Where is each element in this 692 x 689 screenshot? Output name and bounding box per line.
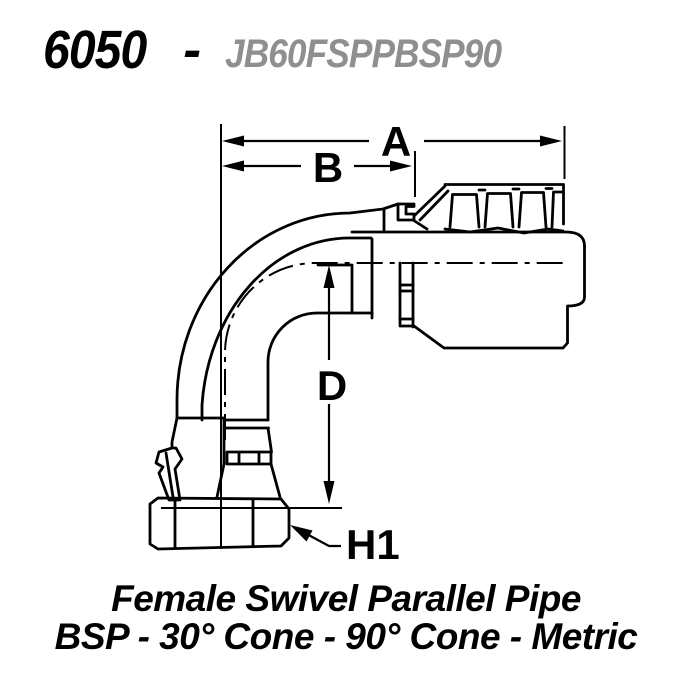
serration-grooves	[477, 187, 554, 192]
series-number: 6050	[43, 20, 147, 80]
arrow-b-left	[222, 160, 244, 172]
socket-top	[350, 230, 586, 248]
elbow-wall-curve	[200, 236, 373, 422]
collar-right	[266, 426, 273, 454]
dim-label-d: D	[317, 362, 347, 409]
part-number: JB60FSPPBSP90	[225, 32, 502, 76]
elbow-outer-curve	[175, 202, 400, 420]
page-title: 6050-JB60FSPPBSP90	[43, 23, 539, 77]
socket-ring-bands	[398, 283, 415, 328]
dimension-labels: A B D H1	[313, 118, 411, 568]
socket-right-bottom	[412, 244, 586, 350]
clip-tab-inner	[164, 451, 175, 499]
arrow-d-up	[323, 265, 335, 288]
description-line-1: Female Swivel Parallel Pipe	[111, 578, 581, 619]
washer-ring	[225, 450, 273, 466]
elbow-inner-curve	[266, 311, 374, 422]
fitting-description: Female Swivel Parallel Pipe BSP - 30° Co…	[0, 580, 692, 656]
leader-line-h1	[308, 534, 341, 548]
dimension-arrowheads	[222, 135, 562, 542]
arrow-d-down	[323, 481, 335, 504]
tube-centerline	[224, 262, 564, 440]
hex-nut-facets	[173, 498, 255, 550]
arrow-h1	[290, 525, 313, 542]
cone-edge-inner	[418, 189, 450, 222]
cone-edge-outer	[412, 184, 447, 218]
bore-edge	[316, 263, 354, 315]
fitting-outline	[148, 183, 586, 551]
serration-tooth	[517, 191, 548, 229]
shell-top-edge	[443, 183, 565, 226]
dim-label-a: A	[381, 118, 411, 165]
arrow-b-right	[390, 160, 412, 172]
serration-tooth	[550, 190, 564, 229]
title-separator: -	[183, 20, 202, 80]
dim-label-h1: H1	[346, 521, 400, 568]
clip-tab	[154, 446, 184, 502]
collar-band	[222, 418, 270, 430]
nut-cone	[215, 462, 282, 499]
arrow-a-left	[222, 135, 244, 147]
cone-base	[411, 218, 429, 231]
clip-notch	[396, 202, 416, 222]
description-line-2: BSP - 30° Cone - 90° Cone - Metric	[54, 616, 638, 657]
hex-nut-outline	[148, 496, 291, 551]
arrow-a-right	[540, 135, 562, 147]
serration-tooth	[483, 192, 515, 229]
leg-left-jog	[170, 416, 179, 450]
serration-tooth	[448, 193, 481, 229]
socket-ring-edges	[398, 261, 415, 329]
dim-label-b: B	[313, 144, 343, 191]
dimension-lines	[161, 124, 566, 548]
